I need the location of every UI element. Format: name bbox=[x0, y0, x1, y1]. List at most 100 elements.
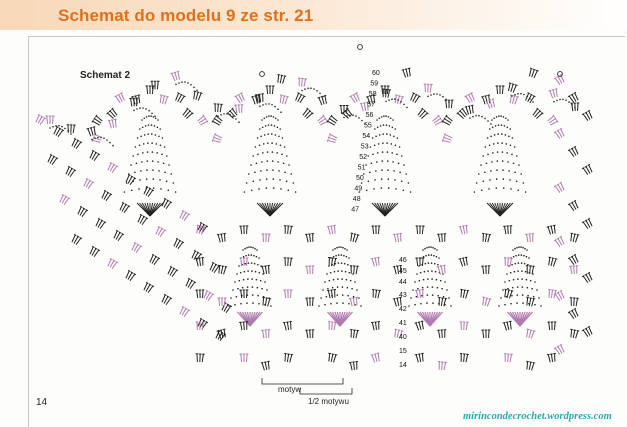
chain-dot bbox=[391, 98, 393, 100]
chain-dot bbox=[381, 160, 384, 162]
stitch-cluster bbox=[504, 288, 514, 299]
chain-dot bbox=[277, 119, 279, 121]
chain-dot bbox=[335, 254, 337, 257]
chain-dot bbox=[267, 124, 270, 126]
chain-dot bbox=[523, 93, 525, 96]
chain-dot bbox=[243, 270, 246, 273]
chain-dot bbox=[515, 254, 517, 257]
row-number: 55 bbox=[364, 123, 372, 130]
chain-dot bbox=[376, 161, 378, 163]
row-number: 41 bbox=[399, 320, 407, 327]
chain-dot bbox=[229, 113, 231, 116]
chain-dot bbox=[266, 160, 269, 162]
chain-dot bbox=[511, 137, 514, 139]
chain-dot bbox=[492, 143, 495, 145]
chain-dot bbox=[346, 249, 348, 251]
chain-dot bbox=[266, 151, 269, 153]
chain-dot bbox=[256, 137, 259, 139]
chain-dot bbox=[112, 144, 114, 147]
chain-dot bbox=[341, 294, 344, 296]
chain-dot bbox=[344, 270, 347, 273]
chain-dot bbox=[344, 247, 346, 250]
row-number: 60 bbox=[372, 70, 380, 77]
chain-dot bbox=[491, 126, 494, 129]
stitch-cluster bbox=[295, 92, 306, 104]
fan-stitch bbox=[499, 202, 514, 217]
chain-dot bbox=[395, 188, 397, 190]
chain-dot bbox=[450, 305, 452, 307]
stitch-cluster bbox=[570, 232, 580, 243]
chain-dot bbox=[258, 257, 260, 259]
stitch-cluster bbox=[528, 67, 539, 79]
chain-dot bbox=[248, 246, 250, 248]
chain-dot bbox=[144, 125, 147, 127]
stitch-cluster bbox=[401, 67, 411, 78]
stitch-cluster bbox=[328, 352, 338, 363]
chain-dot bbox=[294, 191, 297, 193]
chain-dot bbox=[391, 152, 394, 154]
chain-dot bbox=[258, 188, 260, 190]
chain-dot bbox=[396, 153, 398, 156]
chain-dot bbox=[502, 178, 505, 180]
stitch-cluster bbox=[89, 149, 101, 161]
chain-dot bbox=[151, 142, 153, 144]
stitch-cluster bbox=[423, 83, 433, 93]
stitch-cluster bbox=[195, 289, 205, 299]
chain-dot bbox=[349, 279, 352, 282]
chain-dot bbox=[352, 295, 355, 298]
chain-dot bbox=[498, 115, 500, 117]
stitch-cluster bbox=[370, 352, 380, 363]
chain-dot bbox=[154, 117, 157, 120]
chain-dot bbox=[150, 115, 152, 117]
diagram-frame bbox=[28, 36, 625, 427]
chain-dot bbox=[427, 254, 430, 256]
stitch-cluster bbox=[161, 197, 173, 209]
chain-dot bbox=[516, 294, 519, 296]
chain-dot bbox=[134, 146, 137, 148]
half-motif-bracket bbox=[299, 388, 353, 395]
stitch-cluster bbox=[569, 265, 579, 275]
chain-dot bbox=[383, 115, 385, 117]
chain-dot bbox=[152, 178, 155, 180]
chain-dot bbox=[274, 105, 276, 108]
row-number: 44 bbox=[399, 279, 407, 286]
stitch-cluster bbox=[170, 70, 180, 82]
stitch-cluster bbox=[464, 104, 474, 115]
stitch-cluster bbox=[239, 353, 249, 363]
fan-stitch bbox=[429, 311, 443, 327]
chain-dot bbox=[509, 271, 512, 274]
chain-dot bbox=[553, 100, 555, 103]
stitch-cluster bbox=[107, 118, 117, 129]
chain-dot bbox=[152, 187, 155, 189]
chain-dot bbox=[166, 155, 168, 157]
stitch-cluster bbox=[417, 107, 429, 119]
chain-dot bbox=[348, 271, 351, 274]
chain-dot bbox=[348, 302, 350, 305]
chain-dot bbox=[508, 135, 510, 138]
ring-mark bbox=[259, 71, 265, 77]
stitch-cluster bbox=[196, 224, 206, 235]
row-number: 47 bbox=[351, 207, 359, 214]
chain-dot bbox=[148, 115, 150, 117]
stitch-cluster bbox=[567, 307, 579, 319]
chain-dot bbox=[270, 115, 272, 117]
chain-dot bbox=[506, 273, 508, 275]
chain-dot bbox=[340, 254, 343, 256]
stitch-cluster bbox=[107, 161, 119, 173]
chain-dot bbox=[538, 297, 540, 299]
chain-dot bbox=[343, 116, 345, 119]
chain-dot bbox=[525, 255, 528, 258]
stitch-cluster bbox=[284, 352, 294, 363]
chain-dot bbox=[510, 302, 512, 305]
chain-dot bbox=[259, 105, 261, 107]
chain-dot bbox=[568, 101, 570, 103]
stitch-cluster bbox=[197, 114, 209, 126]
chain-dot bbox=[495, 116, 498, 118]
chain-dot bbox=[278, 170, 280, 172]
stitch-cluster bbox=[503, 225, 513, 235]
chain-dot bbox=[509, 144, 512, 147]
chain-dot bbox=[356, 289, 358, 291]
chain-dot bbox=[373, 144, 376, 147]
chain-dot bbox=[281, 137, 284, 139]
chain-dot bbox=[512, 278, 515, 281]
